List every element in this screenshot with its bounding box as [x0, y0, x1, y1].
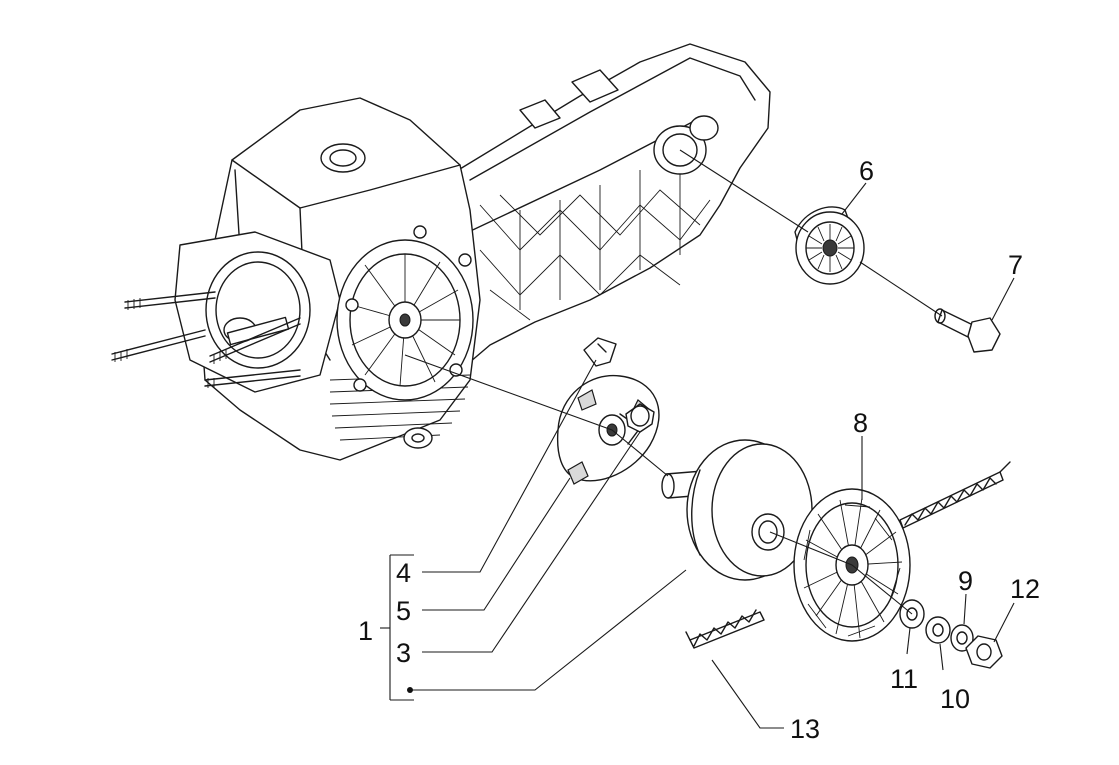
- callout-10: 10: [940, 684, 970, 714]
- part-13-belt: [685, 461, 1011, 649]
- callout-6: 6: [859, 156, 874, 186]
- cylinder-studs: [111, 291, 301, 388]
- callout-4: 4: [396, 558, 411, 588]
- part-4-clip: [583, 337, 617, 367]
- drive-pulley-half: [661, 439, 813, 581]
- callout-11: 11: [890, 664, 918, 694]
- part-10-washer: [925, 616, 951, 644]
- part-9-washer: [950, 624, 974, 652]
- callout-7: 7: [1008, 250, 1023, 280]
- callout-1: 1: [358, 616, 373, 646]
- part-12-nut: [965, 635, 1003, 669]
- part-6-bearing: [794, 206, 865, 285]
- leader-lines: [380, 149, 1015, 729]
- callout-3: 3: [396, 638, 411, 668]
- part-11-washer: [899, 599, 925, 629]
- callout-13: 13: [790, 714, 820, 744]
- part-7-bolt: [934, 308, 1001, 353]
- callout-8: 8: [853, 408, 868, 438]
- callout-5: 5: [396, 596, 411, 626]
- part-3-bushing: [625, 403, 655, 433]
- callout-12: 12: [1010, 574, 1040, 604]
- callout-9: 9: [958, 566, 973, 596]
- crankcase: [174, 43, 771, 461]
- leader-dot: [407, 687, 413, 693]
